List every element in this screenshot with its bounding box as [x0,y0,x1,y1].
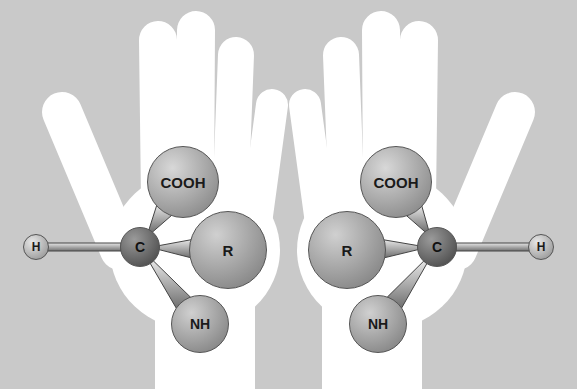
atom-ball: COOH [360,146,432,218]
atom-label: H [32,241,41,253]
bond [384,240,418,258]
atom-ball: COOH [147,146,219,218]
atom-ball: NH [171,295,229,353]
bond [47,243,121,251]
atom-ball: H [23,234,49,260]
left-hand [62,30,280,389]
atom-label: H [537,241,546,253]
atom-ball: C [417,227,457,267]
bond [456,243,530,251]
atom-label: COOH [374,175,419,190]
atom-ball: C [120,227,160,267]
atom-label: COOH [161,175,206,190]
right-hand [297,30,515,389]
atom-ball: R [189,211,267,289]
atom-ball: NH [349,295,407,353]
atom-label: NH [368,317,388,331]
atom-label: C [135,240,145,254]
atom-label: R [223,243,234,258]
atom-ball: H [528,234,554,260]
bond [159,240,191,258]
atom-label: R [342,243,353,258]
atom-label: NH [190,317,210,331]
atom-ball: R [308,211,386,289]
atom-label: C [432,240,442,254]
